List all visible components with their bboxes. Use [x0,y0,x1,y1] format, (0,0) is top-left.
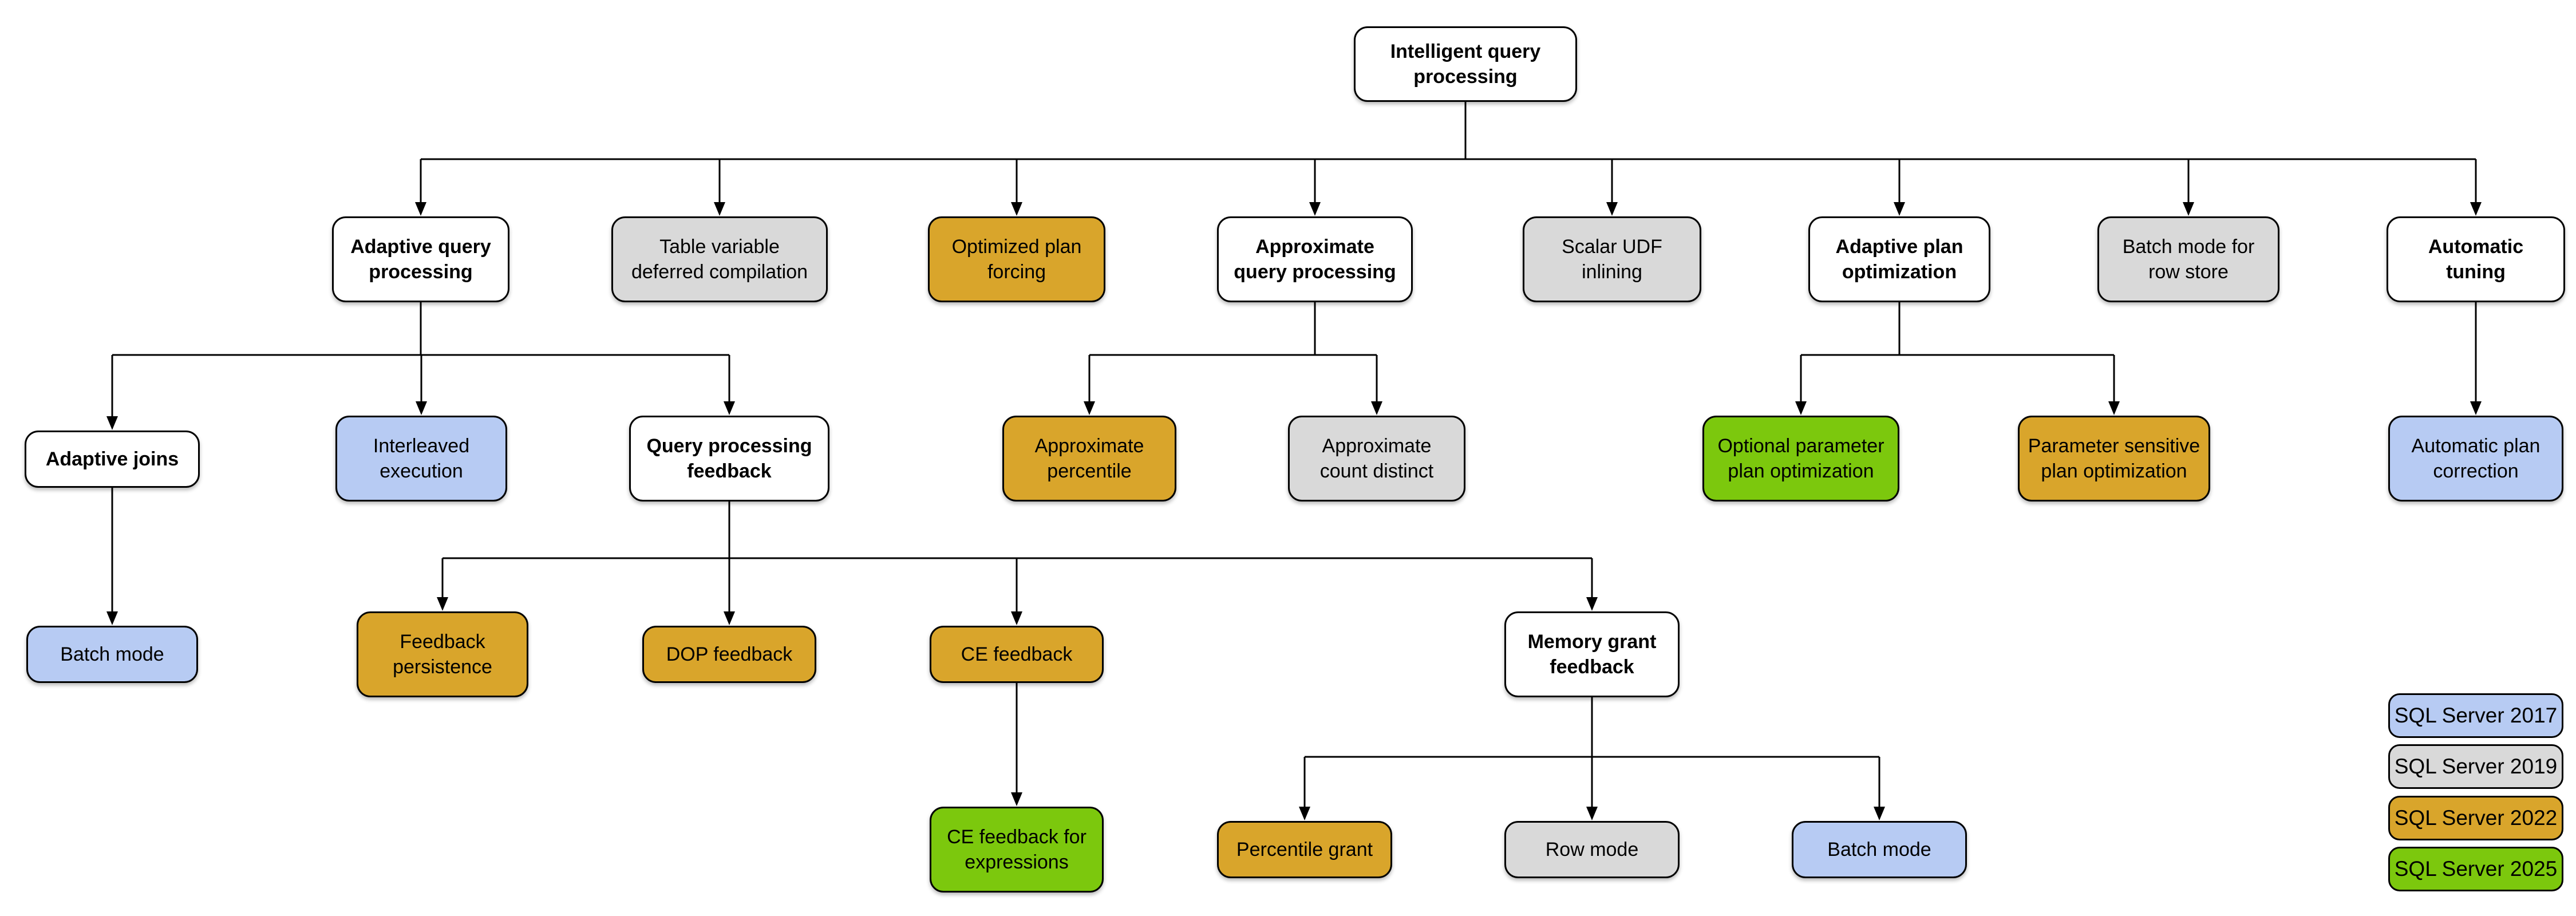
node-iqp: Intelligent query processing [1354,26,1577,102]
node-cefe: CE feedback for expressions [930,807,1104,893]
node-pg: Percentile grant [1217,821,1392,878]
node-aqp: Adaptive query processing [332,216,509,302]
node-bm2: Batch mode [1792,821,1967,878]
legend-item-sql-server-2025: SQL Server 2025 [2388,847,2563,891]
node-aqproc: Approximate query processing [1217,216,1413,302]
node-ie: Interleaved execution [335,416,507,502]
node-ap: Approximate percentile [1002,416,1176,502]
node-apc: Automatic plan correction [2388,416,2563,502]
node-mgf: Memory grant feedback [1504,611,1680,697]
legend-item-sql-server-2017: SQL Server 2017 [2388,693,2563,738]
node-cef: CE feedback [930,626,1104,683]
node-pspo: Parameter sensitive plan optimization [2018,416,2210,502]
node-aj: Adaptive joins [25,431,200,488]
node-fp: Feedback persistence [357,611,528,697]
node-rm: Row mode [1504,821,1680,878]
node-oppo: Optional parameter plan optimization [1702,416,1899,502]
node-bm1: Batch mode [26,626,198,683]
legend-item-sql-server-2019: SQL Server 2019 [2388,744,2563,789]
node-dopf: DOP feedback [642,626,816,683]
node-qpf: Query processing feedback [629,416,829,502]
node-sudf: Scalar UDF inlining [1523,216,1701,302]
node-opf: Optimized plan forcing [928,216,1105,302]
node-at: Automatic tuning [2387,216,2565,302]
node-tvdc: Table variable deferred compilation [611,216,828,302]
node-bmrs: Batch mode for row store [2097,216,2279,302]
legend-item-sql-server-2022: SQL Server 2022 [2388,796,2563,840]
node-apo: Adaptive plan optimization [1808,216,1990,302]
node-acd: Approximate count distinct [1288,416,1465,502]
